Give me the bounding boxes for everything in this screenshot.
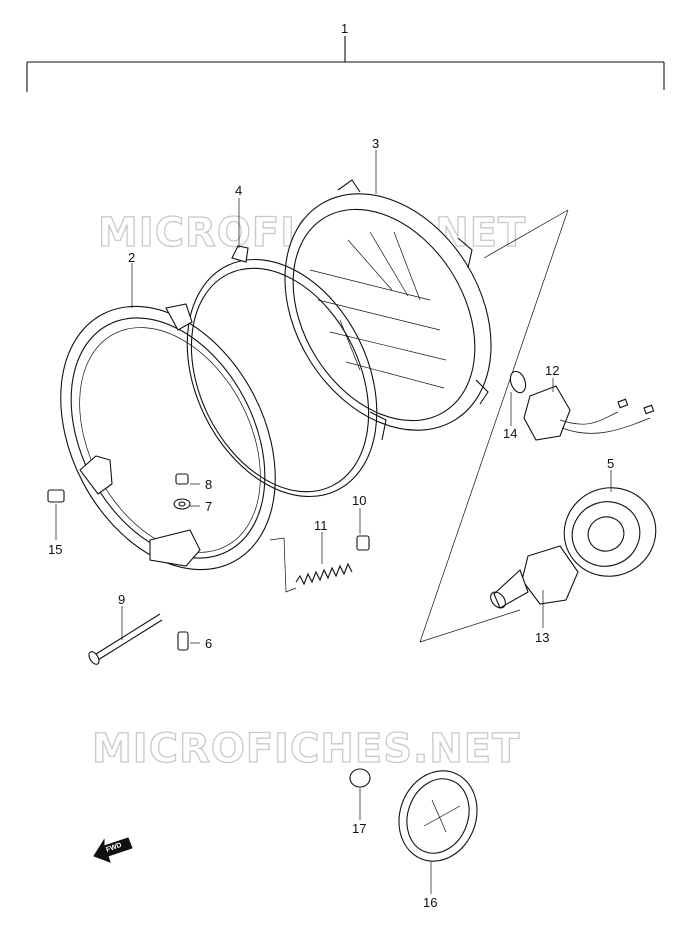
small-fasteners (47, 473, 191, 651)
position-lamp-socket (509, 370, 655, 441)
callouts: 1 2 3 4 5 6 7 8 9 10 11 12 13 14 15 16 1… (48, 21, 614, 910)
adjusting-spring (269, 537, 353, 593)
callout-11: 11 (314, 518, 328, 533)
callout-10: 10 (352, 493, 366, 508)
leader-lines (55, 150, 612, 894)
callout-4: 4 (235, 183, 242, 198)
callout-17: 17 (352, 821, 366, 836)
headlamp-bulb (490, 545, 579, 609)
rubber-cap (398, 770, 478, 862)
watermark-bottom: MICROFICHES.NET (92, 726, 520, 772)
socket-cover (563, 487, 657, 577)
long-bolt (88, 613, 163, 665)
callout-6: 6 (205, 636, 212, 651)
callout-9: 9 (118, 592, 125, 607)
assembly-bracket (26, 36, 665, 92)
callout-1: 1 (341, 21, 348, 36)
callout-16: 16 (423, 895, 437, 910)
callout-14: 14 (503, 426, 517, 441)
callout-5: 5 (607, 456, 614, 471)
callout-7: 7 (205, 499, 212, 514)
bulb-location-lines (419, 209, 569, 643)
callout-12: 12 (545, 363, 559, 378)
callout-13: 13 (535, 630, 549, 645)
callout-3: 3 (372, 136, 379, 151)
callout-15: 15 (48, 542, 62, 557)
fwd-arrow-icon: FWD (93, 837, 133, 863)
headlamp-unit (284, 179, 492, 441)
callout-2: 2 (128, 250, 135, 265)
mounting-ring (186, 245, 378, 498)
callout-8: 8 (205, 477, 212, 492)
headlamp-rim (60, 303, 276, 571)
grommet (349, 768, 371, 788)
spring-nut (356, 535, 370, 551)
